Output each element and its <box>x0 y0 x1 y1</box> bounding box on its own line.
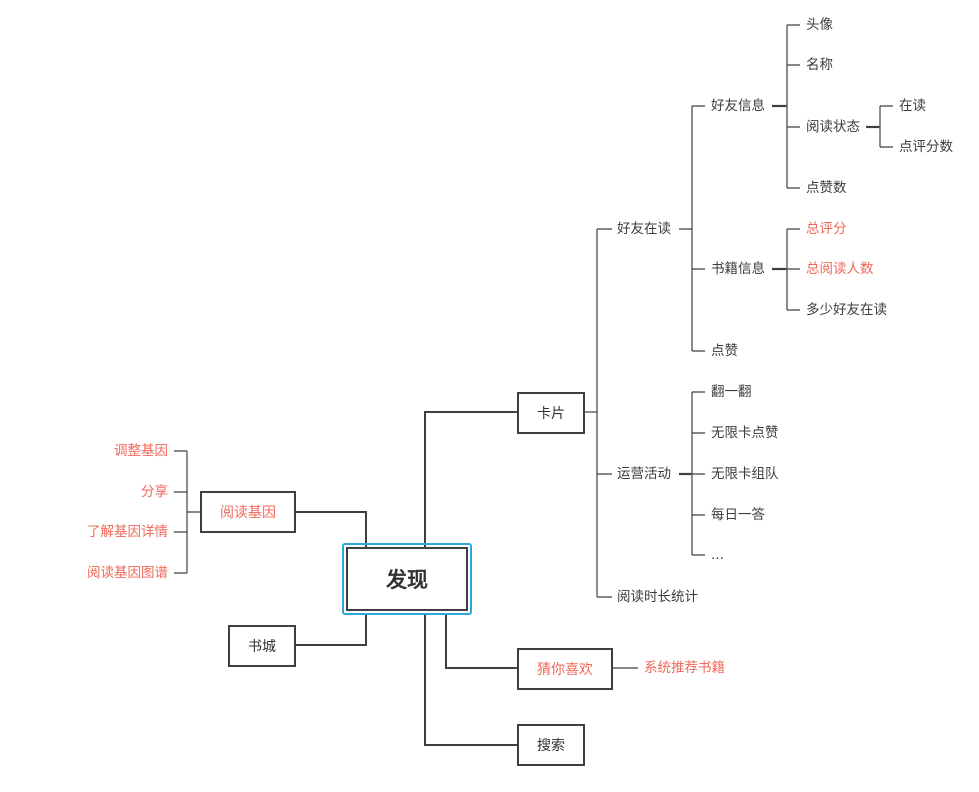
connector-root-search <box>424 613 518 746</box>
connector-root-guess <box>445 613 518 669</box>
root-node-label: 发现 <box>346 547 468 611</box>
daily-qa-label: 每日一答 <box>711 507 765 523</box>
reading-status-label: 阅读状态 <box>806 119 860 135</box>
connector-root-bookstore <box>296 613 367 646</box>
name-label: 名称 <box>806 57 833 73</box>
gene-map-label: 阅读基因图谱 <box>87 565 168 581</box>
connector-root-card <box>424 411 518 547</box>
total-readers-label: 总阅读人数 <box>806 261 874 277</box>
like-count-label: 点赞数 <box>806 180 847 196</box>
connector-card-branches <box>597 228 612 598</box>
search-node[interactable]: 搜索 <box>517 724 585 766</box>
unlimited-team-label: 无限卡组队 <box>711 466 779 482</box>
root-node[interactable]: 发现 <box>342 543 472 615</box>
guess-node[interactable]: 猜你喜欢 <box>517 648 613 690</box>
reading-time-label: 阅读时长统计 <box>617 589 698 605</box>
adjust-gene-label: 调整基因 <box>114 443 168 459</box>
friend-info-label: 好友信息 <box>711 98 765 114</box>
bookstore-node[interactable]: 书城 <box>228 625 296 667</box>
friends-reading-count-label: 多少好友在读 <box>806 302 887 318</box>
connector-gene-leaves <box>174 450 200 574</box>
operations-label: 运营活动 <box>617 466 671 482</box>
like-label: 点赞 <box>711 343 738 359</box>
friends-reading-label: 好友在读 <box>617 221 671 237</box>
reading-now-label: 在读 <box>899 98 926 114</box>
gene-details-label: 了解基因详情 <box>87 524 168 540</box>
reading-gene-node[interactable]: 阅读基因 <box>200 491 296 533</box>
unlimited-like-label: 无限卡点赞 <box>711 425 779 441</box>
book-info-label: 书籍信息 <box>711 261 765 277</box>
rating-count-label: 点评分数 <box>899 139 953 155</box>
connector-root-gene <box>296 511 367 547</box>
ellipsis-label: ... <box>711 547 724 563</box>
card-node[interactable]: 卡片 <box>517 392 585 434</box>
avatar-label: 头像 <box>806 17 833 33</box>
total-rating-label: 总评分 <box>806 221 847 237</box>
share-label: 分享 <box>141 484 168 500</box>
system-recommend-label: 系统推荐书籍 <box>644 660 725 676</box>
flip-label: 翻一翻 <box>711 384 752 400</box>
connector-friends-reading <box>679 105 705 352</box>
